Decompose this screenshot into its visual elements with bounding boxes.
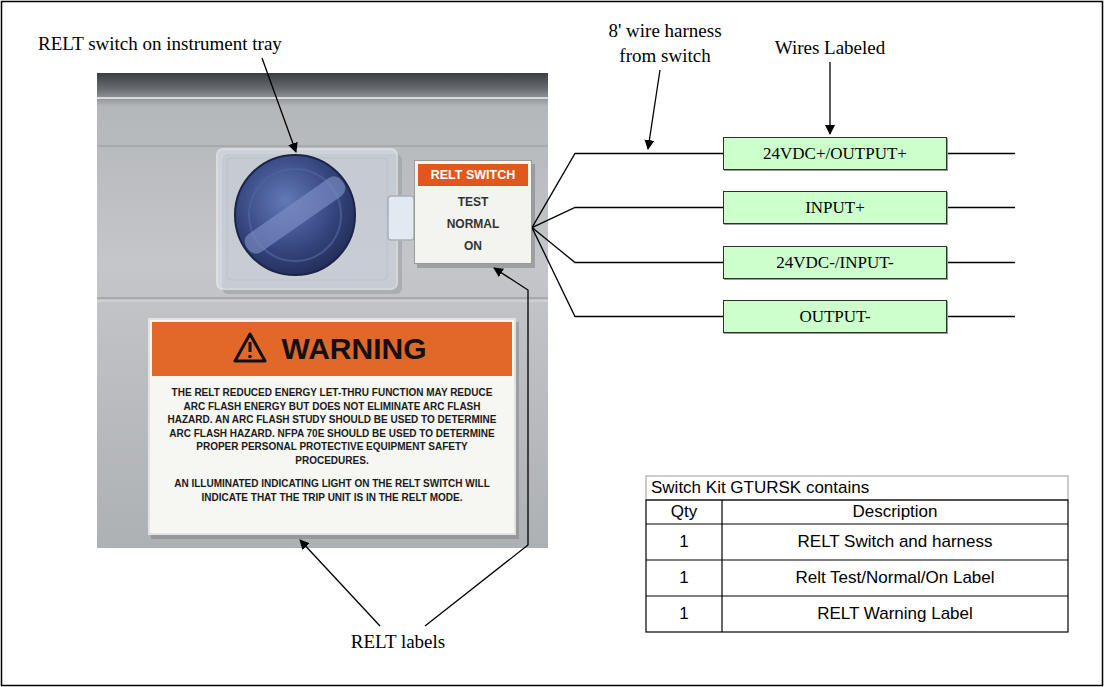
wire-label-box: INPUT+ [723,191,947,224]
callout-text: Wires Labeled [755,34,905,60]
table-cell: RELT Warning Label [722,596,1068,632]
table-title-cell [646,476,1068,500]
warning-triangle [235,334,265,361]
panel-ridge [97,145,548,147]
housing-latch [388,196,414,240]
wire-end [947,262,1015,263]
wire-end [947,153,1015,154]
harness-wire [532,208,723,228]
wire-label-box: OUTPUT- [723,300,947,333]
table-rule [646,595,1068,596]
table-cell: 1 [646,524,722,560]
label-heading: RELT SWITCH [418,164,528,186]
signal-name: INPUT+ [805,198,865,218]
table-title: Switch Kit GTURSK contains [646,476,1068,500]
wire-label-box: 24VDC+/OUTPUT+ [723,137,947,170]
table-cell: 1 [646,560,722,596]
table-cell: RELT Switch and harness [722,524,1068,560]
table-body [646,500,1068,632]
warning-label: WARNINGTHE RELT REDUCED ENERGY LET-THRU … [148,318,516,535]
knob-slot [241,173,349,258]
switch-housing [217,149,397,289]
position-text: ON [415,235,531,257]
leader-arrow [300,540,380,626]
leader-arrow [648,70,660,149]
leader-arrow [262,58,296,152]
instrument-tray-photo [97,73,548,548]
switch-knob [235,155,355,275]
harness-wire [532,228,723,263]
wire-end [947,316,1015,317]
callout-text: 8' wire harness from switch [590,16,740,70]
warning-symbol [235,334,265,361]
table-rule [646,559,1068,560]
harness-wire [532,228,723,317]
table-header: Qty [646,500,722,524]
table-rule [721,500,722,632]
wire-end [947,207,1015,208]
leader-arrow [829,62,830,134]
signal-name: 24VDC-/INPUT- [776,253,893,273]
panel-ridge [97,300,548,302]
warning-text: THE RELT REDUCED ENERGY LET-THRU FUNCTIO… [150,378,514,467]
position-text: NORMAL [415,213,531,235]
harness-wire [532,154,723,228]
warning-text: AN ILLUMINATED INDICATING LIGHT ON THE R… [150,467,514,510]
signal-name: 24VDC+/OUTPUT+ [763,144,907,164]
callout-text: RELT switch on instrument tray [38,30,308,56]
position-text: TEST [415,191,531,213]
kit-table-grid [646,476,1068,632]
table-rule [646,523,1068,524]
signal-name: OUTPUT- [799,307,870,327]
table-cell: Relt Test/Normal/On Label [722,560,1068,596]
warning-mark [249,342,252,352]
tray-panel [97,73,548,548]
table-header: Description [722,500,1068,524]
harness-wire-ends [947,154,1015,317]
callout-text: RELT labels [318,628,478,654]
warning-heading: WARNING [152,322,512,376]
table-cell: 1 [646,596,722,632]
panel-ridge [97,297,548,299]
wire-label-box: 24VDC-/INPUT- [723,246,947,279]
warning-mark [248,355,252,359]
switch-position-label: RELT SWITCH TESTNORMALON [414,160,532,264]
panel-ridge [97,97,548,99]
